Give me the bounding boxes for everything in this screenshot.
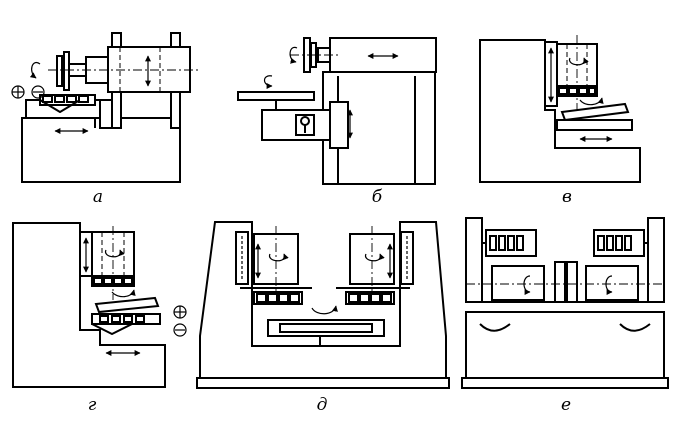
caption-a: а bbox=[93, 187, 103, 207]
right-column bbox=[647, 217, 665, 303]
caption-e: е bbox=[561, 395, 571, 415]
cutter bbox=[566, 261, 578, 303]
left-workhead bbox=[491, 265, 545, 301]
caption-d: д bbox=[317, 395, 328, 415]
foundation bbox=[461, 377, 669, 389]
minus-sign-icon bbox=[31, 85, 45, 99]
rotation-arrow-icon bbox=[311, 305, 338, 315]
right-spindle-head bbox=[349, 233, 395, 285]
panel-g: г bbox=[12, 222, 187, 415]
rotation-arrow-icon bbox=[263, 75, 273, 89]
ram bbox=[329, 37, 437, 73]
rotation-arrow-icon bbox=[29, 62, 41, 79]
panel-d: д bbox=[196, 221, 450, 415]
knee-slide bbox=[329, 101, 349, 149]
panel-v: в bbox=[479, 35, 641, 207]
table bbox=[556, 119, 633, 131]
rotation-arrow-icon bbox=[111, 289, 136, 298]
rotation-arrow-icon bbox=[289, 46, 298, 64]
spindle-head bbox=[107, 46, 191, 93]
workpiece bbox=[94, 296, 160, 314]
rotation-arrow-icon bbox=[269, 253, 289, 262]
panel-e: е bbox=[461, 217, 669, 415]
cutter bbox=[56, 55, 63, 87]
rotation-arrow-icon bbox=[579, 97, 604, 106]
cutter bbox=[63, 51, 70, 91]
machine-bed bbox=[465, 311, 665, 379]
foundation bbox=[196, 377, 450, 389]
right-workhead bbox=[585, 265, 639, 301]
caption-g: г bbox=[88, 395, 97, 415]
workpiece bbox=[560, 102, 630, 122]
machine-frame bbox=[199, 221, 447, 379]
rotary-table bbox=[237, 91, 315, 101]
support-block bbox=[99, 99, 113, 129]
rotation-arrow-icon bbox=[105, 249, 125, 258]
rotation-arrow-icon bbox=[365, 253, 385, 262]
caption-v: в bbox=[562, 187, 572, 207]
panel-b: б bbox=[237, 37, 437, 207]
left-column bbox=[465, 217, 483, 303]
minus-sign-icon bbox=[173, 323, 187, 337]
panel-a: а bbox=[11, 32, 200, 207]
caption-b: б bbox=[372, 187, 383, 207]
cutter bbox=[554, 261, 566, 303]
rotation-arrow-icon bbox=[569, 57, 589, 66]
left-spindle-head bbox=[253, 233, 299, 285]
